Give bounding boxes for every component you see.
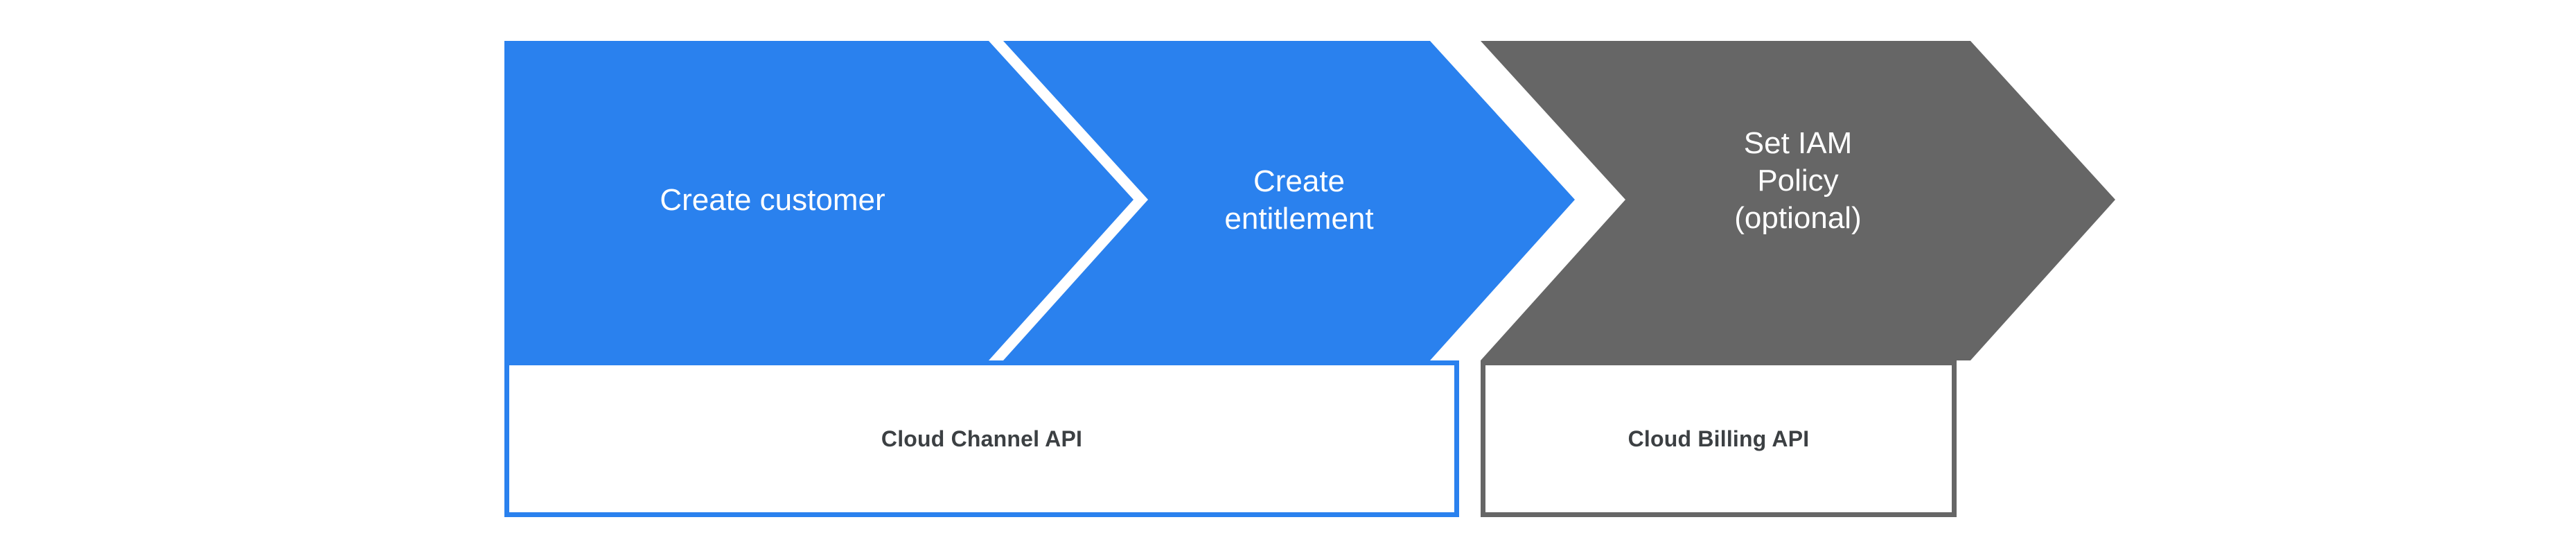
api-box-cloud-channel-api[interactable]: Cloud Channel API <box>504 360 1459 517</box>
api-box-cloud-billing-api[interactable]: Cloud Billing API <box>1481 360 1957 517</box>
chevron-set-iam-policy[interactable] <box>1481 41 2115 360</box>
chevron-create-customer[interactable] <box>504 41 1133 360</box>
api-box-cloud-channel-api-label: Cloud Channel API <box>881 426 1083 451</box>
chevron-create-entitlement[interactable] <box>1003 41 1575 360</box>
api-box-cloud-billing-api-label: Cloud Billing API <box>1627 426 1810 451</box>
